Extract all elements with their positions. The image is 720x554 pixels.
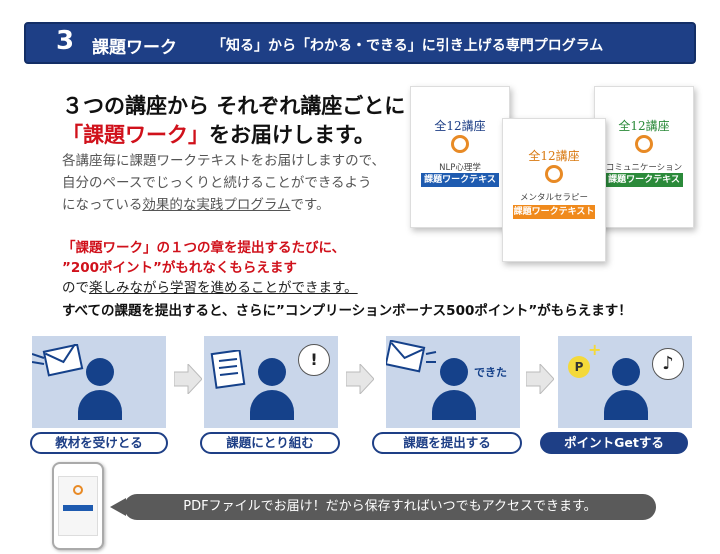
lotus-logo-icon — [635, 135, 653, 153]
description-line3: になっている効果的な実践プログラムです。 — [62, 194, 402, 216]
description-underlined: 効果的な実践プログラム — [142, 197, 291, 213]
speech-tail — [110, 498, 126, 516]
pdf-note: PDFファイルでお届け！だから保存すればいつでもアクセスできます。 — [124, 494, 656, 520]
person-head-icon — [86, 358, 114, 386]
person-body-icon — [432, 390, 476, 420]
envelope-icon — [32, 344, 84, 377]
book-count: 全12講座 — [434, 119, 486, 133]
section-banner: 3 課題ワーク 「知る」から「わかる・できる」に引き上げる専門プログラム — [24, 22, 696, 64]
headline-line1: ３つの講座から それぞれ講座ごとに — [62, 94, 406, 118]
points-notice-line1: 「課題ワーク」の１つの章を提出するたびに、 — [62, 240, 346, 256]
step-label-points: ポイントGetする — [540, 432, 688, 454]
chevron-right-icon — [526, 364, 554, 394]
lotus-logo-icon — [451, 135, 469, 153]
done-label: できた — [474, 366, 507, 379]
person-head-icon — [440, 358, 468, 386]
book-band: 課題ワークテキスト — [421, 173, 499, 199]
chevron-right-icon — [174, 364, 202, 394]
envelope-icon — [386, 340, 437, 373]
exclamation-bubble: ! — [298, 344, 330, 376]
lotus-logo-icon — [73, 485, 83, 495]
step-label-submit: 課題を提出する — [372, 432, 522, 454]
description-line3-pre: になっている — [62, 197, 143, 213]
description-line1: 各講座毎に課題ワークテキストをお届けしますので、 — [62, 153, 386, 169]
document-icon — [210, 350, 246, 389]
chevron-right-icon — [346, 364, 374, 394]
book-subtitle: コミュニケーション — [605, 163, 683, 173]
step-panel-work: ! — [204, 336, 338, 428]
lotus-logo-icon — [545, 165, 563, 183]
phone-screen — [58, 476, 98, 536]
book-band: 課題ワークテキスト — [605, 173, 683, 199]
step-label-receive: 教材を受けとる — [30, 432, 168, 454]
headline: ３つの講座から それぞれ講座ごとに 「課題ワーク」をお届けします。 — [62, 92, 405, 150]
sparkle-icon: + — [588, 340, 602, 359]
person-head-icon — [258, 358, 286, 386]
points-notice: 「課題ワーク」の１つの章を提出するたびに、 ”200ポイント”がもれなくもらえま… — [62, 238, 345, 278]
step-panel-submit: できた — [386, 336, 520, 428]
step-label-work: 課題にとり組む — [200, 432, 340, 454]
phone-band — [63, 505, 93, 511]
headline-highlight: 「課題ワーク」 — [62, 123, 209, 147]
smartphone-icon — [52, 462, 104, 550]
book-communication: 全12講座 コミュニケーション 課題ワークテキスト — [594, 86, 694, 228]
enjoy-notice-underlined: 楽しみながら学習を進めることができます。 — [89, 280, 358, 296]
step-panel-points: P + ♪ — [558, 336, 692, 428]
book-count: 全12講座 — [618, 119, 670, 133]
headline-line2-rest: をお届けします。 — [209, 123, 375, 147]
points-badge: P — [568, 356, 590, 378]
bonus-notice: すべての課題を提出すると、さらに”コンプリーションボーナス500ポイント”がもら… — [62, 303, 632, 319]
person-body-icon — [250, 390, 294, 420]
book-subtitle: メンタルセラピー — [519, 193, 588, 203]
description-paragraph: 各講座毎に課題ワークテキストをお届けしますので、 自分のペースでじっくりと続ける… — [62, 150, 402, 216]
section-subtitle: 「知る」から「わかる・できる」に引き上げる専門プログラム — [212, 38, 604, 54]
book-band: 課題ワークテキスト — [513, 205, 595, 219]
music-note-bubble: ♪ — [652, 348, 684, 380]
book-mental-therapy: 全12講座 メンタルセラピー 課題ワークテキスト — [502, 118, 606, 262]
description-line2: 自分のペースでじっくりと続けることができるよう — [62, 175, 372, 191]
enjoy-notice-pre: ので — [62, 280, 89, 296]
enjoy-notice: ので楽しみながら学習を進めることができます。 — [62, 278, 358, 298]
book-count: 全12講座 — [528, 149, 580, 163]
description-line3-post: です。 — [290, 197, 330, 213]
section-number: 3 — [56, 26, 75, 56]
points-notice-line2: ”200ポイント”がもれなくもらえます — [62, 260, 297, 276]
headline-line2: 「課題ワーク」をお届けします。 — [62, 121, 405, 150]
person-body-icon — [78, 390, 122, 420]
person-body-icon — [604, 390, 648, 420]
person-head-icon — [612, 358, 640, 386]
step-panel-receive — [32, 336, 166, 428]
book-subtitle: NLP心理学 — [439, 163, 481, 173]
section-title: 課題ワーク — [92, 38, 177, 58]
book-nlp: 全12講座 NLP心理学 課題ワークテキスト — [410, 86, 510, 228]
